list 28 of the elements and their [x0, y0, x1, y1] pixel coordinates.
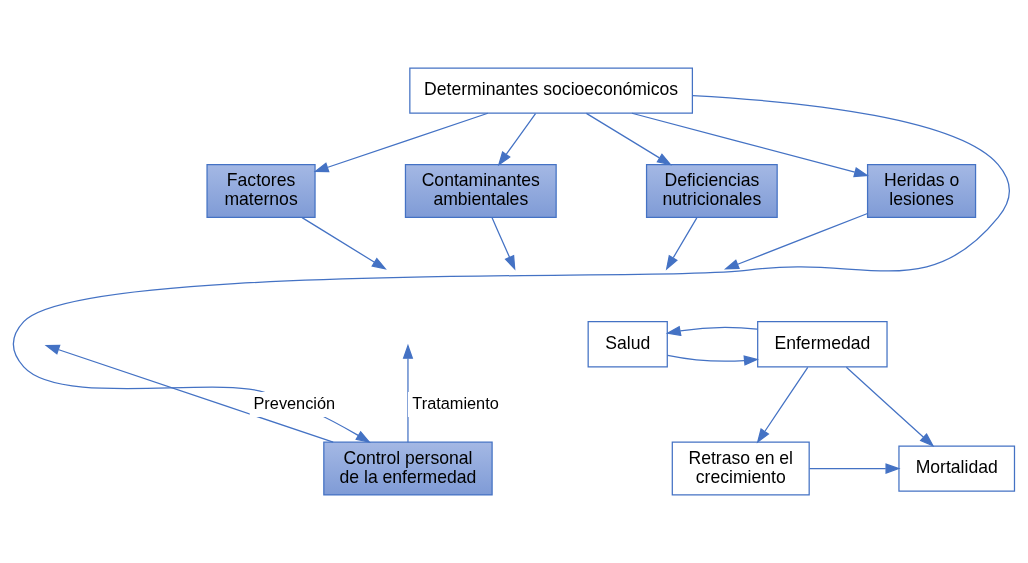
node-box: Retraso en el crecimiento — [671, 441, 810, 496]
arrow — [665, 325, 758, 337]
arrow — [44, 344, 334, 443]
node-box: Heridas o lesiones — [866, 164, 977, 219]
arrow — [723, 212, 869, 270]
node-box: Contaminantes ambientales — [404, 164, 557, 219]
arrow — [402, 343, 414, 443]
node-box: Enfermedad — [757, 321, 888, 368]
arrow — [667, 354, 759, 366]
arrow — [585, 112, 673, 166]
arrow — [665, 217, 698, 271]
arrow — [491, 217, 516, 271]
arrow — [756, 366, 809, 444]
arrow — [12, 94, 1011, 443]
node-box: Factores maternos — [206, 164, 316, 219]
arrow — [808, 463, 901, 474]
arrow — [631, 112, 870, 178]
node-box: Deficiencias nutricionales — [645, 164, 778, 219]
arrow — [301, 217, 387, 270]
edge-label: Tratamiento — [412, 393, 499, 412]
arrow — [497, 113, 537, 167]
arrow — [313, 112, 489, 173]
node-box: Determinantes socioeconómicos — [409, 67, 693, 114]
node-box: Control personal de la enfermedad — [323, 441, 493, 496]
node-box: Mortalidad — [898, 445, 1016, 492]
edge-label: Prevención — [253, 393, 336, 412]
node-box: Salud — [587, 321, 668, 368]
arrow — [845, 366, 935, 448]
